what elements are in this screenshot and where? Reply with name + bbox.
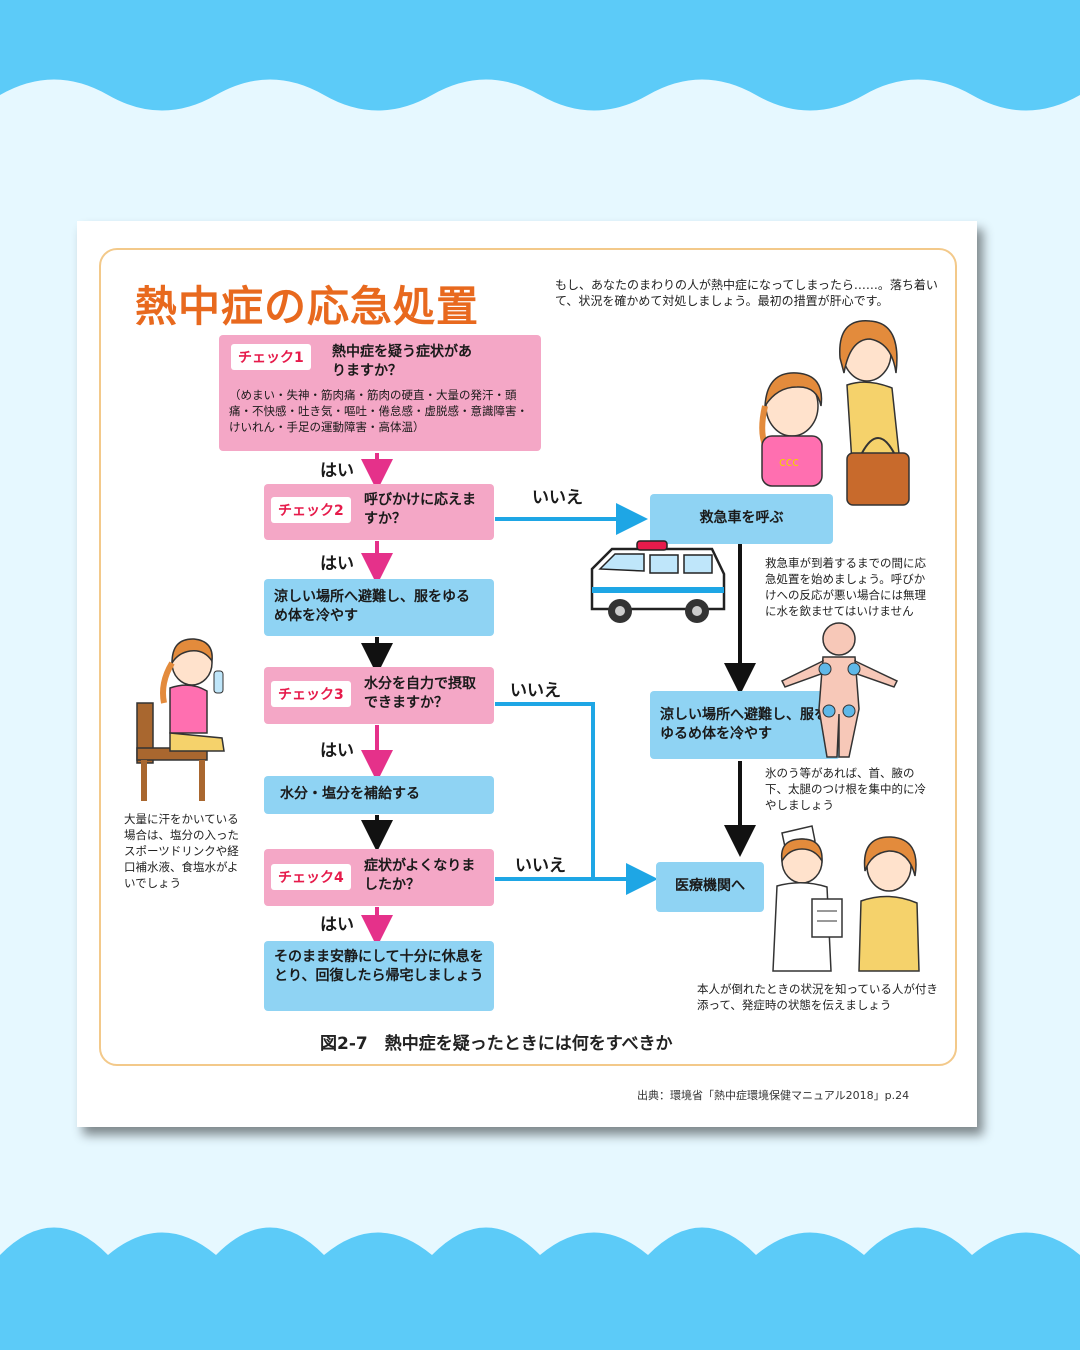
rest-text: そのまま安静にして十分に休息をとり、回復したら帰宅しましょう xyxy=(274,949,484,984)
no-label-2: いいえ xyxy=(532,488,583,508)
yes-label-3: はい xyxy=(320,741,354,761)
check1-question: 熱中症を疑う症状がありますか？ xyxy=(332,344,472,379)
no-arrow-3 xyxy=(495,702,595,879)
ambulance-wait-note: 救急車が到着するまでの間に応急処置を始めましょう。呼びかけへの反応が悪い場合には… xyxy=(765,556,926,618)
cool-down-box-right: 涼しい場所へ避難し、服をゆるめ体を冷やす xyxy=(650,691,840,759)
yes-label-2: はい xyxy=(320,554,354,574)
check3-box: チェック3 水分を自力で摂取できますか？ xyxy=(264,667,494,724)
sweat-note: 大量に汗をかいている場合は、塩分の入ったスポーツドリンクや経口補水液、食塩水がよ… xyxy=(124,812,239,890)
check4-box: チェック4 症状がよくなりましたか？ xyxy=(264,849,494,906)
cool-down-text-right: 涼しい場所へ避難し、服をゆるめ体を冷やす xyxy=(660,707,828,742)
nurse-icon xyxy=(772,825,843,972)
hydrate-text: 水分・塩分を補給する xyxy=(280,786,420,802)
check1-badge: チェック1 xyxy=(231,344,311,370)
ambulance-icon xyxy=(590,540,726,623)
drinking-child-icon xyxy=(136,638,225,801)
parent-icon xyxy=(858,836,920,972)
cool-down-box-left: 涼しい場所へ避難し、服をゆるめ体を冷やす xyxy=(264,579,494,636)
intro-text: もし、あなたのまわりの人が熱中症になってしまったら……。落ち着いて、状況を確かめ… xyxy=(555,278,938,308)
diagram-frame xyxy=(99,248,957,1066)
check4-badge: チェック4 xyxy=(271,864,351,890)
check2-badge: チェック2 xyxy=(271,497,351,523)
check3-question: 水分を自力で摂取できますか？ xyxy=(364,676,476,711)
body-cooling-icon xyxy=(780,622,899,758)
no-label-4: いいえ xyxy=(515,856,566,876)
hydrate-box: 水分・塩分を補給する xyxy=(264,776,494,814)
cool-down-text-left: 涼しい場所へ避難し、服をゆるめ体を冷やす xyxy=(274,589,470,624)
svg-text:ccc: ccc xyxy=(779,455,799,469)
rest-box: そのまま安静にして十分に休息をとり、回復したら帰宅しましょう xyxy=(264,941,494,1011)
check4-question: 症状がよくなりましたか？ xyxy=(364,858,476,893)
hospital-box: 医療機関へ xyxy=(656,862,764,912)
no-label-3: いいえ xyxy=(510,681,561,701)
yes-label-4: はい xyxy=(320,915,354,935)
check2-question: 呼びかけに応えますか？ xyxy=(364,492,476,527)
flow-connectors xyxy=(361,453,756,947)
ice-note: 氷のう等があれば、首、腋の下、太腿のつけ根を集中的に冷やしましょう xyxy=(765,766,926,812)
hospital-text: 医療機関へ xyxy=(675,878,745,894)
check2-box: チェック2 呼びかけに応えますか？ xyxy=(264,484,494,540)
sick-child-icon: ccc xyxy=(759,372,823,487)
yes-label-1: はい xyxy=(320,461,354,481)
check1-symptoms: （めまい・失神・筋肉痛・筋肉の硬直・大量の発汗・頭痛・不快感・吐き気・嘔吐・倦怠… xyxy=(229,388,528,434)
check1-box: チェック1 熱中症を疑う症状がありますか？ （めまい・失神・筋肉痛・筋肉の硬直・… xyxy=(219,335,541,451)
hospital-info-note: 本人が倒れたときの状況を知っている人が付き添って、発症時の状態を伝えましょう xyxy=(697,982,938,1012)
diagram-card: 熱中症の応急処置 もし、あなたのまわりの人が熱中症になってしまったら……。落ち着… xyxy=(77,221,977,1127)
figure-caption: 図2-7 熱中症を疑ったときには何をすべきか xyxy=(320,1034,673,1054)
ambulance-box: 救急車を呼ぶ xyxy=(650,494,833,544)
source-citation: 出典：環境省「熱中症環境保健マニュアル2018」p.24 xyxy=(637,1089,910,1102)
page-title: 熱中症の応急処置 xyxy=(135,282,480,331)
caregiver-icon xyxy=(839,320,910,506)
check3-badge: チェック3 xyxy=(271,681,351,707)
ambulance-text: 救急車を呼ぶ xyxy=(699,510,784,526)
